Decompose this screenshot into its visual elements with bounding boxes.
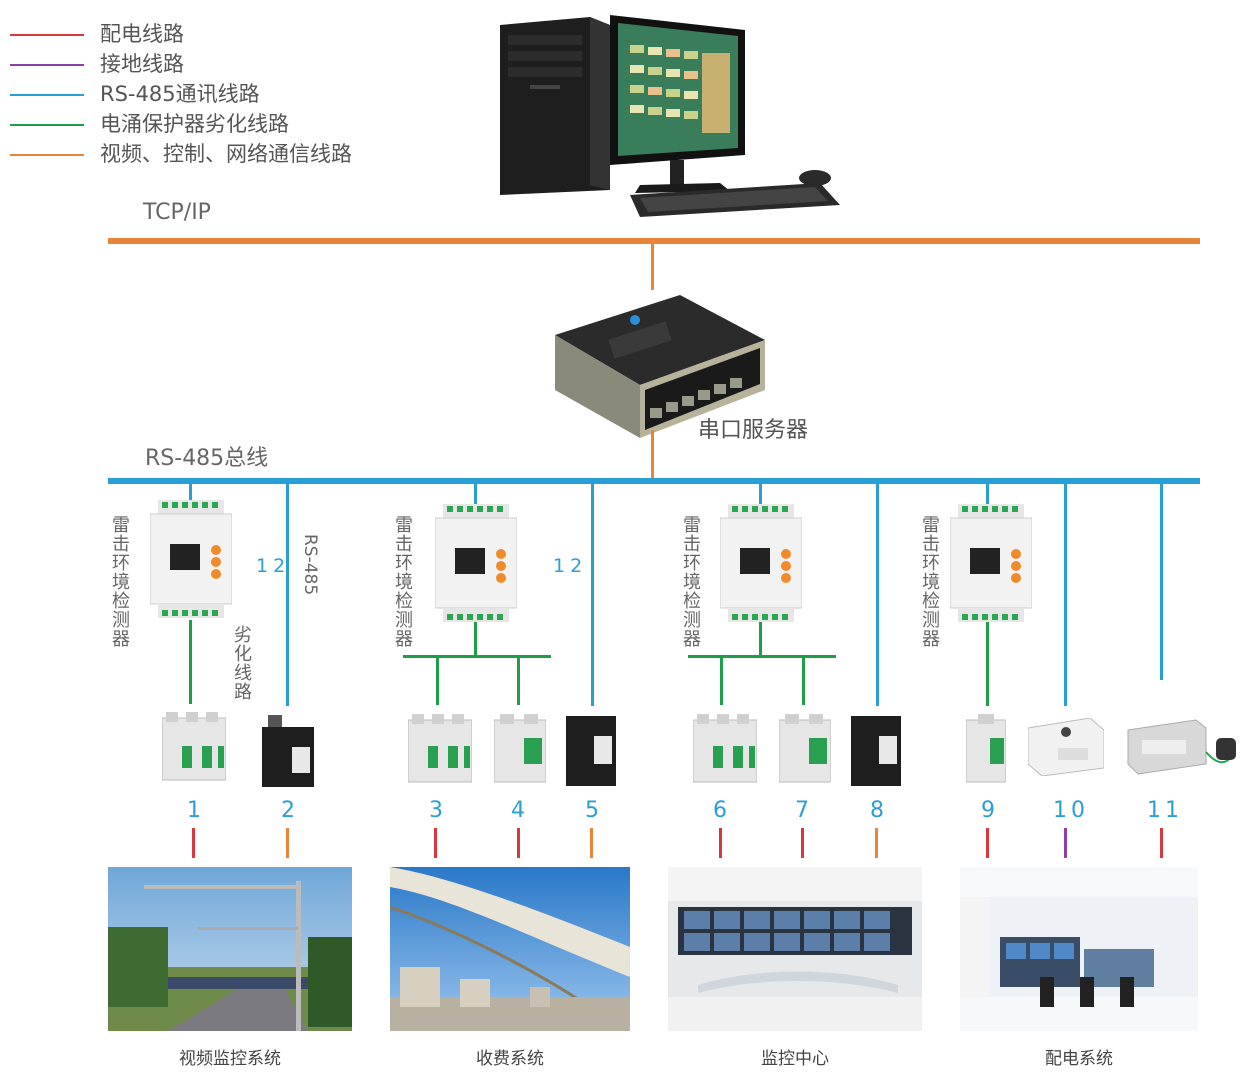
connector-2 [286,828,289,858]
green-line-4 [517,655,520,705]
tcpip-label: TCP/IP [143,200,211,225]
tcpip-bus-line [108,238,1200,244]
connector-10 [1064,828,1067,858]
rs485-drop-5 [591,484,594,706]
legend-label-ground: 接地线路 [100,52,184,76]
device-number-9: 9 [981,798,995,823]
caption-power-distribution: 配电系统 [1045,1049,1113,1069]
device-number-11: 11 [1147,798,1183,823]
device-number-1: 1 [187,798,201,823]
rs485-vertical-label: RS-485 [300,534,320,596]
green-line-3-stem [759,622,762,656]
device-number-7: 7 [795,798,809,823]
spd-device-7 [779,714,831,783]
tcpip-drop-line [651,244,654,290]
detector-2 [434,504,518,622]
detector-label-2: 雷击环境检测器 [392,515,413,648]
rs485-drop-8 [876,484,879,706]
rs485-drop-detector-2 [474,484,477,504]
legend-label-video: 视频、控制、网络通信线路 [100,142,352,166]
detector-1 [149,500,233,618]
connector-9 [986,828,989,858]
connector-4 [517,828,520,858]
spd-device-4 [494,714,546,783]
device-number-2: 2 [281,798,295,823]
rs485-bus-label: RS-485总线 [145,446,269,471]
connector-8 [875,828,878,858]
connector-1 [192,828,195,858]
connector-5 [590,828,593,858]
green-line-1 [189,620,192,704]
device-number-6: 6 [713,798,727,823]
ground-monitor-device [1028,718,1104,776]
server-drop-line [651,430,654,478]
green-line-9 [986,622,989,706]
legend-label-rs485: RS-485通讯线路 [100,82,260,106]
rs485-drop-2 [286,484,289,706]
spd-device-3 [408,714,472,783]
current-sensor-device [1127,719,1236,775]
detector-label-1: 雷击环境检测器 [109,515,130,648]
connector-7 [801,828,804,858]
rs485-drop-10 [1064,484,1067,706]
legend-line-ground [10,64,84,66]
legend-line-power [10,34,84,36]
device-number-5: 5 [585,798,599,823]
green-line-2-stem [474,622,477,656]
spd-device-8 [851,716,901,786]
serial-server-device [555,295,765,438]
detector-3 [719,504,803,622]
rs485-bus-line [108,478,1200,484]
serial-server-label: 串口服务器 [698,418,809,443]
detector-label-3: 雷击环境检测器 [680,515,701,648]
detector-label-4: 雷击环境检测器 [919,515,940,648]
spd-device-1 [162,712,226,781]
spd-device-9 [966,714,1006,783]
rs485-drop-11 [1160,484,1163,680]
connector-3 [434,828,437,858]
green-line-2-bar [403,655,551,658]
device-number-10: 10 [1053,798,1089,823]
label-12-a: 12 [256,555,291,577]
label-12-b: 12 [553,555,588,577]
spd-device-6 [693,714,757,783]
device-number-8: 8 [870,798,884,823]
device-number-3: 3 [429,798,443,823]
rs485-drop-detector-3 [759,484,762,504]
caption-toll-system: 收费系统 [476,1049,544,1069]
photo-video-surveillance [108,867,352,1031]
green-line-3 [436,655,439,705]
rs485-drop-detector-1 [189,484,192,504]
caption-video-surveillance: 视频监控系统 [179,1049,281,1069]
computer-illustration [500,15,840,217]
degradation-label: 劣化线路 [231,625,252,701]
photo-toll-system [390,867,630,1031]
caption-monitoring-center: 监控中心 [761,1049,829,1069]
green-line-3-bar [688,655,836,658]
green-line-7 [802,655,805,705]
spd-device-2 [262,715,314,787]
photo-power-distribution [960,867,1198,1031]
legend-label-power: 配电线路 [100,22,184,46]
connector-6 [719,828,722,858]
rs485-drop-detector-4 [986,484,989,504]
photo-monitoring-center [668,867,922,1031]
legend-label-spd: 电涌保护器劣化线路 [100,112,289,136]
connector-11 [1160,828,1163,858]
legend-line-rs485 [10,94,84,96]
spd-device-5 [566,716,616,786]
device-number-4: 4 [511,798,525,823]
legend-line-spd [10,124,84,126]
green-line-6 [720,655,723,705]
legend-line-video [10,154,84,156]
detector-4 [949,504,1033,622]
